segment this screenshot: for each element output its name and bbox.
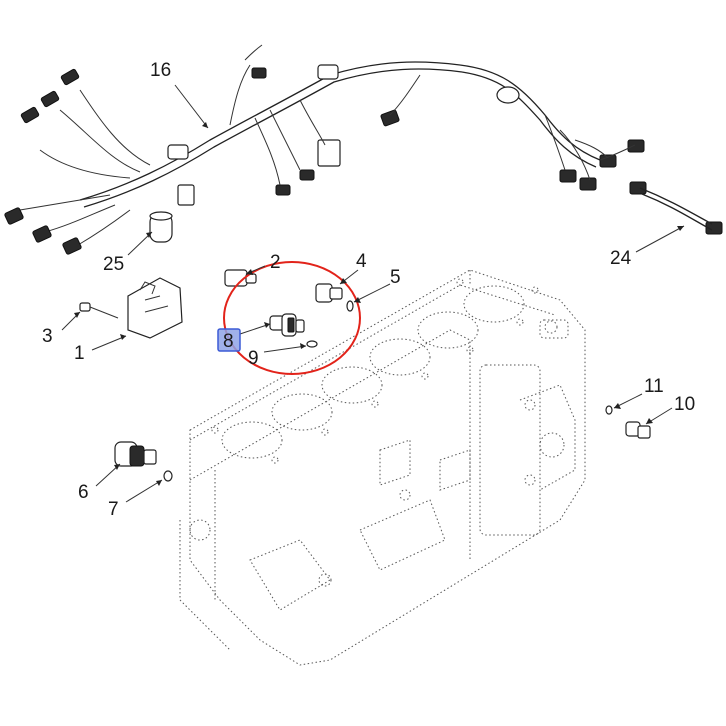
callout-5[interactable]: 5 (390, 267, 401, 288)
harness-connector-icon (4, 68, 723, 255)
part-7-oring[interactable] (163, 470, 173, 482)
part-1-bracket[interactable] (127, 277, 183, 339)
callout-11[interactable]: 11 (644, 376, 664, 397)
callout-24[interactable]: 24 (610, 248, 632, 269)
callout-labels: 16 25 24 2 4 5 3 1 8 9 11 10 6 7 (42, 60, 695, 520)
part-3-bolt[interactable] (79, 302, 119, 319)
callout-7[interactable]: 7 (108, 499, 119, 520)
callout-3[interactable]: 3 (42, 326, 53, 347)
callout-8[interactable]: 8 (223, 331, 234, 352)
callout-1[interactable]: 1 (74, 343, 85, 364)
part-11-oring[interactable] (605, 405, 613, 415)
part-5-oring[interactable] (346, 300, 354, 312)
part-6-sensor[interactable] (114, 441, 157, 467)
selected-callout-badge (217, 328, 241, 352)
callout-2[interactable]: 2 (270, 252, 281, 273)
leader-lines (61, 84, 685, 503)
callout-6[interactable]: 6 (78, 482, 89, 503)
wiring-harness[interactable] (4, 44, 723, 255)
engine-block (179, 269, 586, 666)
callout-16[interactable]: 16 (150, 60, 171, 81)
callout-4[interactable]: 4 (356, 251, 367, 272)
callout-9[interactable]: 9 (248, 348, 259, 369)
part-4-sensor[interactable] (315, 283, 343, 303)
callout-10[interactable]: 10 (674, 394, 695, 415)
part-10-sensor[interactable] (625, 421, 651, 439)
callout-25[interactable]: 25 (103, 254, 124, 275)
highlight-circle (223, 261, 361, 375)
part-8-sensor[interactable] (269, 313, 305, 337)
part-25-sensor[interactable] (149, 211, 173, 243)
part-9-oring[interactable] (306, 340, 318, 348)
